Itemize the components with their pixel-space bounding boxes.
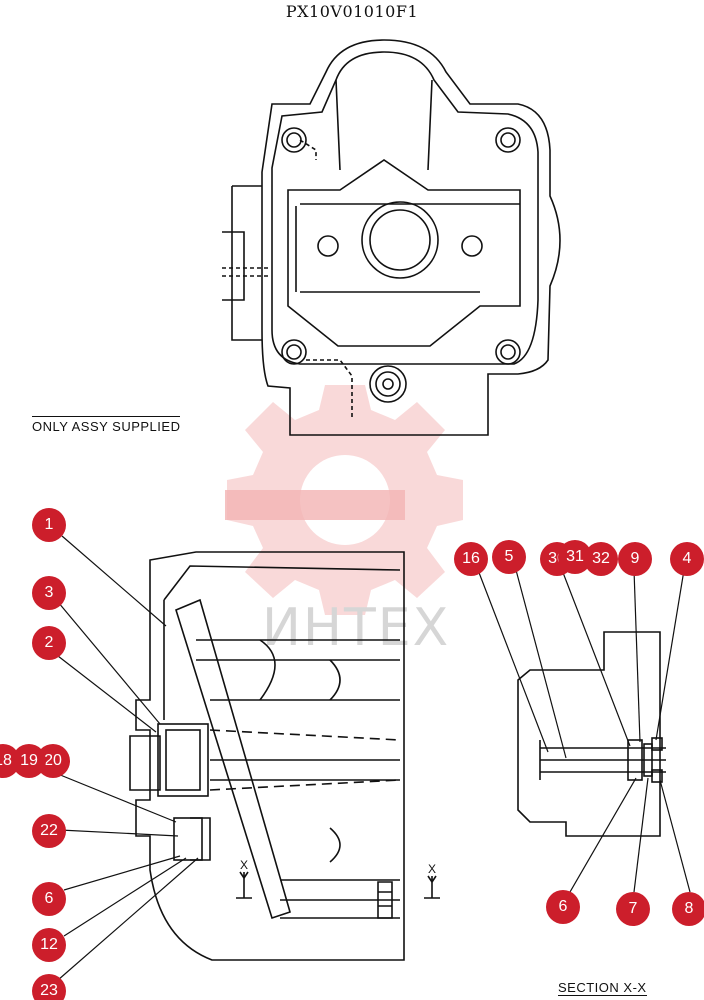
callout-3: 3	[32, 576, 66, 610]
callout-5: 5	[492, 540, 526, 574]
callout-19: 19	[12, 744, 46, 778]
section-mark-right: X	[428, 862, 437, 876]
callout-6: 6	[32, 882, 66, 916]
section-title: SECTION X-X	[558, 980, 647, 996]
callout-31: 31	[558, 540, 592, 574]
callout-1: 1	[32, 508, 66, 542]
callout-6-section: 6	[546, 890, 580, 924]
callout-9: 9	[618, 542, 652, 576]
section-mark-left: X	[240, 858, 249, 872]
callout-4: 4	[670, 542, 704, 576]
callout-7: 7	[616, 892, 650, 926]
callout-23: 23	[32, 974, 66, 1000]
note-assy: ONLY ASSY SUPPLIED	[32, 416, 181, 434]
drawing-code: PX10V01010F1	[285, 2, 419, 21]
watermark-text: ИНТЕХ	[262, 598, 451, 658]
callout-8: 8	[672, 892, 704, 926]
callout-12: 12	[32, 928, 66, 962]
callout-16: 16	[454, 542, 488, 576]
callout-2: 2	[32, 626, 66, 660]
callout-22: 22	[32, 814, 66, 848]
